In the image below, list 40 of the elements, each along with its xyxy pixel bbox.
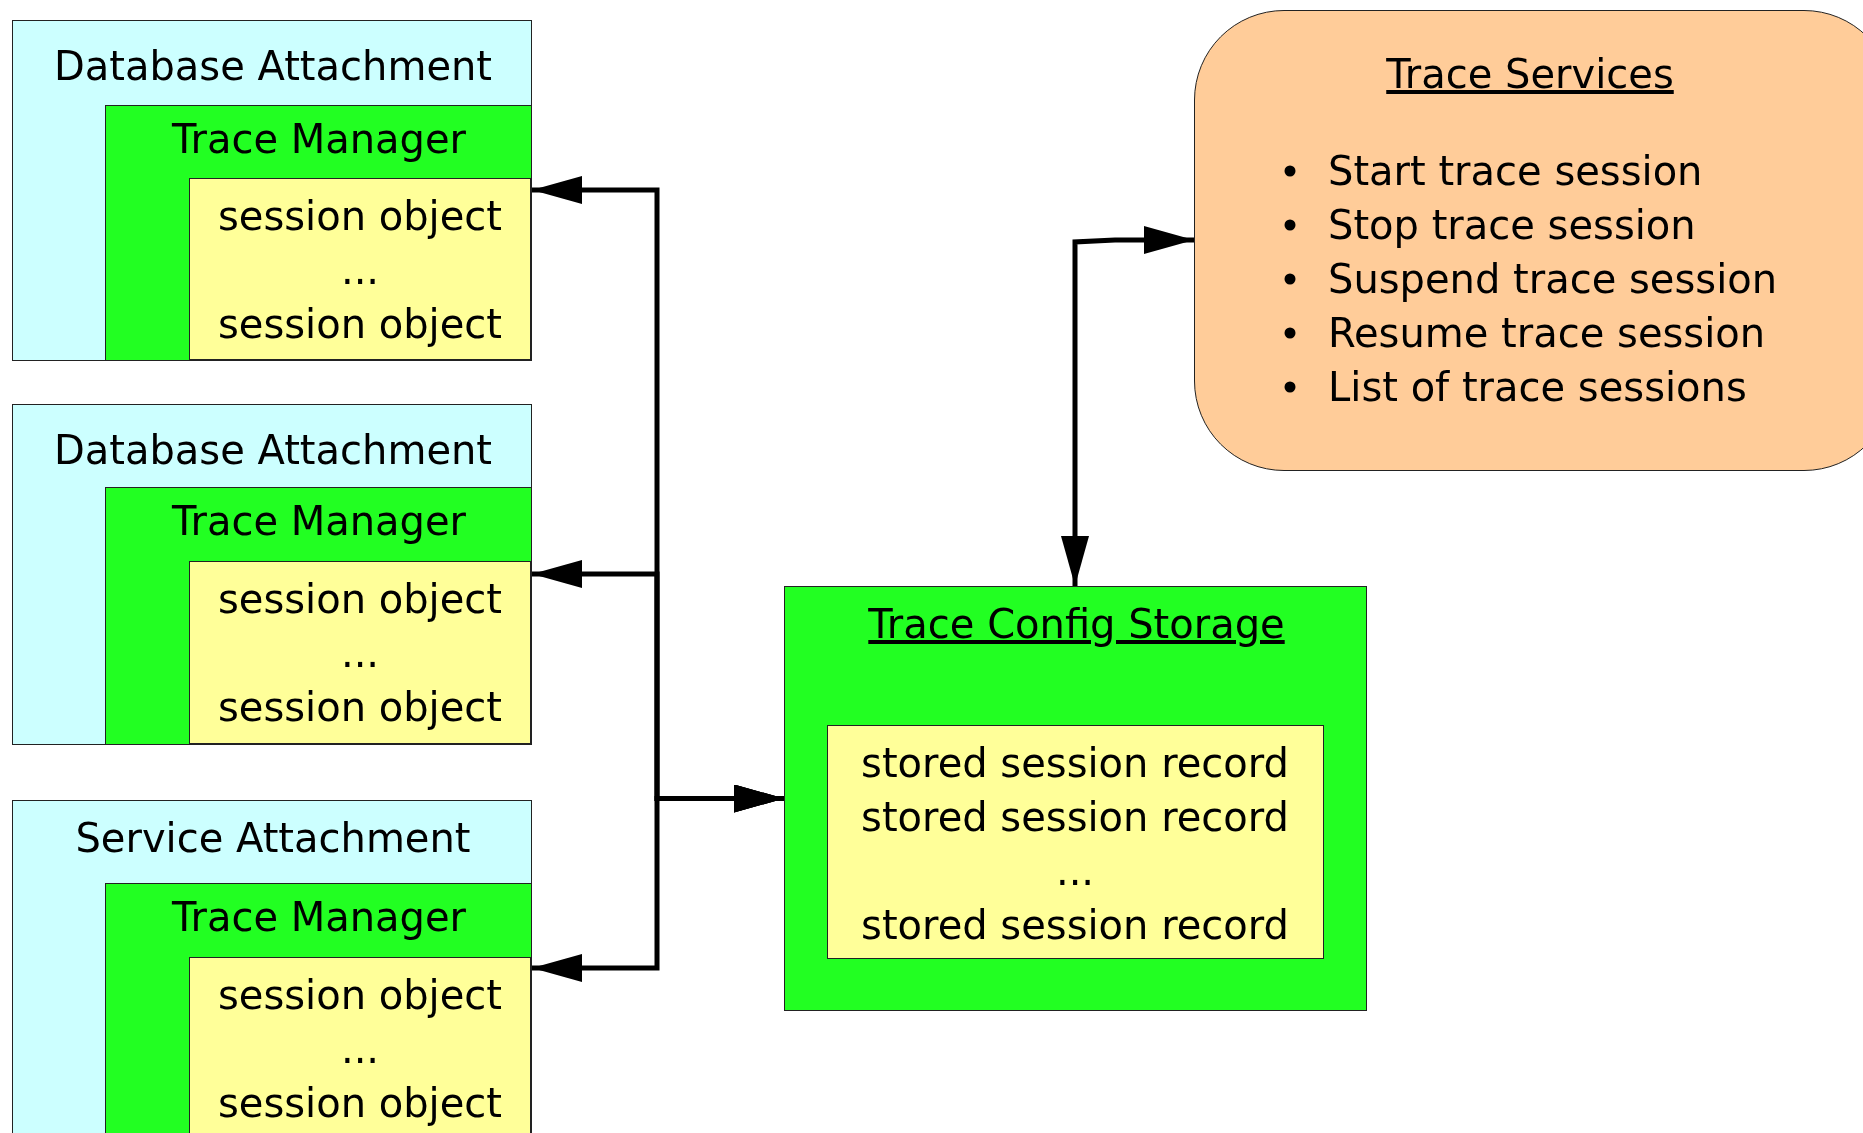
heading: Trace Manager — [170, 892, 468, 942]
heading: Service Attachment — [74, 814, 472, 863]
trace-manager-box — [104, 882, 532, 1133]
text-line: session object — [216, 300, 503, 349]
text-line: session object — [216, 192, 503, 241]
attachment-box — [12, 404, 532, 745]
heading: Trace Services — [1385, 50, 1675, 99]
text-line: stored session record — [860, 900, 1290, 950]
text-line: ... — [339, 246, 381, 295]
arrow — [1061, 226, 1194, 586]
heading: Trace Config Storage — [867, 600, 1286, 649]
text-line: session object — [216, 575, 503, 624]
trace-manager-box — [104, 104, 532, 361]
text-line: stored session record — [860, 738, 1290, 788]
list-item: List of trace sessions — [1328, 364, 1747, 410]
session-object-box — [189, 561, 531, 744]
list-item: Resume trace session — [1328, 310, 1766, 356]
services-panel — [1194, 10, 1863, 471]
text-line: session object — [216, 1079, 503, 1128]
heading: Trace Manager — [170, 114, 468, 164]
list-item: Suspend trace session — [1328, 256, 1778, 302]
attachment-box — [12, 20, 532, 361]
arrow — [532, 784, 784, 982]
text-line: ... — [1054, 846, 1096, 896]
heading: Database Attachment — [52, 426, 494, 475]
session-object-box — [189, 957, 531, 1133]
text-line: session object — [216, 683, 503, 732]
list-item: Stop trace session — [1328, 202, 1696, 248]
text-line: ... — [339, 629, 381, 678]
text-line: session object — [216, 971, 503, 1020]
text-line: ... — [339, 1025, 381, 1074]
text-line: stored session record — [860, 792, 1290, 842]
storage-box — [784, 586, 1367, 1011]
list-item: Start trace session — [1328, 148, 1703, 194]
heading: Database Attachment — [52, 42, 494, 91]
heading: Trace Manager — [170, 496, 468, 546]
session-record-box — [826, 724, 1324, 959]
attachment-box — [12, 800, 532, 1133]
session-object-box — [189, 178, 531, 360]
trace-manager-box — [104, 486, 532, 745]
